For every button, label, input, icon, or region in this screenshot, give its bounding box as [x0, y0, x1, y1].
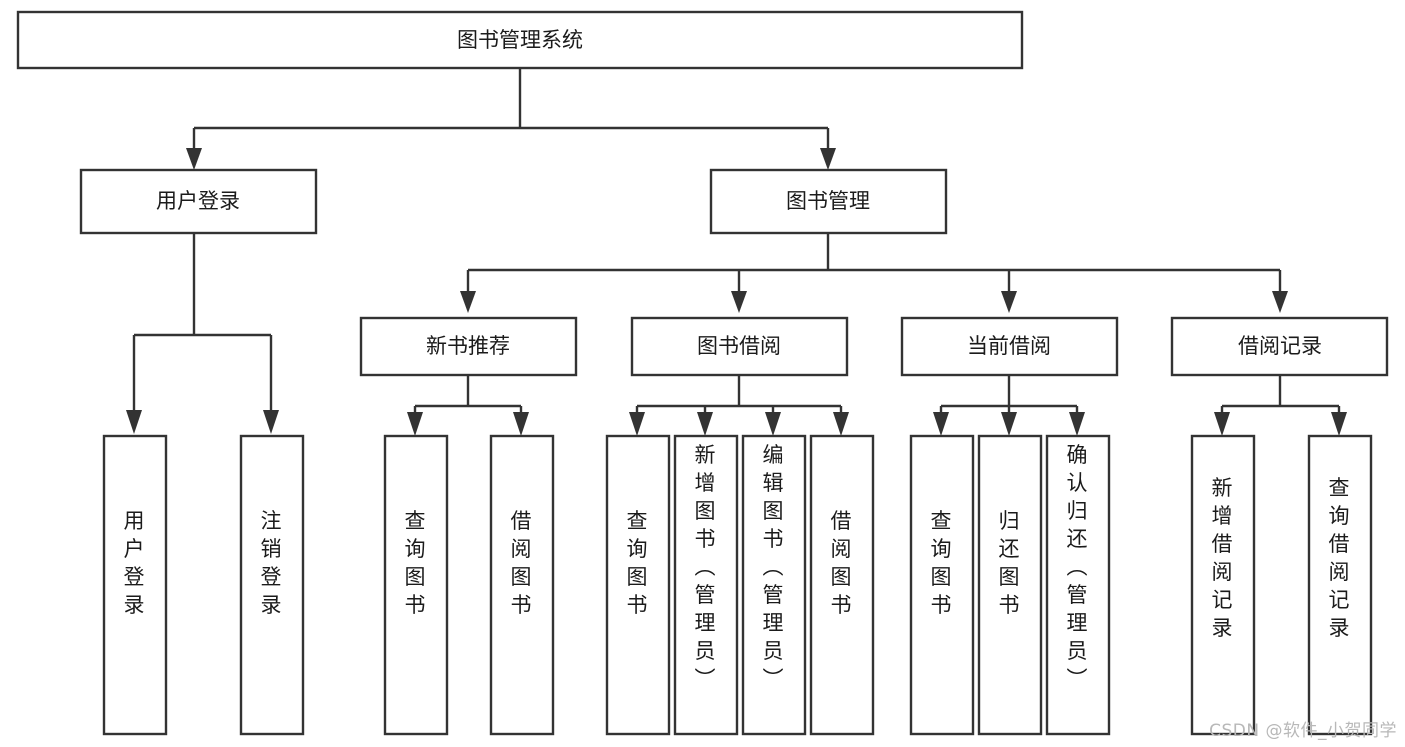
node-leaf-edit-book-label: 编辑图书︵管理员︶: [763, 443, 784, 691]
node-leaf-query-book-1-box[interactable]: [383, 434, 449, 736]
node-leaf-query-book-1-label: 查询图书: [405, 509, 426, 617]
connector-layer: [126, 68, 1347, 436]
node-new-book-rec[interactable]: 新书推荐: [359, 316, 578, 377]
node-new-book-rec-box[interactable]: [359, 316, 578, 377]
node-leaf-confirm-return-box[interactable]: [1045, 434, 1111, 736]
node-leaf-borrow-book-1[interactable]: 借阅图书: [489, 434, 555, 736]
node-current-borrow[interactable]: 当前借阅: [900, 316, 1119, 377]
arrow-bb-c4: [833, 412, 849, 436]
arrow-root-to-book-manage: [820, 148, 836, 170]
node-leaf-query-book-3[interactable]: 查询图书: [909, 434, 975, 736]
node-leaf-query-book-2-box[interactable]: [605, 434, 671, 736]
node-leaf-add-record-box[interactable]: [1190, 434, 1256, 736]
node-leaf-query-book-3-label: 查询图书: [931, 509, 952, 617]
node-leaf-add-record-label: 新增借阅记录: [1212, 476, 1233, 640]
node-current-borrow-label: 当前借阅: [967, 334, 1051, 358]
arrow-user-login-c1: [126, 410, 142, 434]
node-leaf-query-book-2-label: 查询图书: [627, 509, 648, 617]
node-leaf-edit-book[interactable]: 编辑图书︵管理员︶: [741, 434, 807, 736]
node-book-borrow-box[interactable]: [630, 316, 849, 377]
node-user-login[interactable]: 用户登录: [79, 168, 318, 235]
node-leaf-add-record[interactable]: 新增借阅记录: [1190, 434, 1256, 736]
node-user-login-box[interactable]: [79, 168, 318, 235]
node-borrow-record-box[interactable]: [1170, 316, 1389, 377]
node-leaf-add-book-label: 新增图书︵管理员︶: [695, 443, 716, 691]
node-leaf-logout-label: 注销登录: [261, 509, 282, 617]
arrow-bm-c2: [731, 291, 747, 313]
node-leaf-user-login[interactable]: 用户登录: [102, 434, 168, 736]
node-leaf-confirm-return-label: 确认归还︵管理员︶: [1067, 443, 1088, 691]
node-leaf-query-record-label: 查询借阅记录: [1329, 476, 1350, 640]
node-leaf-edit-book-box[interactable]: [741, 434, 807, 736]
node-leaf-add-book-box[interactable]: [673, 434, 739, 736]
node-leaf-confirm-return[interactable]: 确认归还︵管理员︶: [1045, 434, 1111, 736]
node-book-borrow-label: 图书借阅: [697, 334, 781, 358]
arrow-user-login-c2: [263, 410, 279, 434]
node-leaf-return-book[interactable]: 归还图书: [977, 434, 1043, 736]
node-current-borrow-box[interactable]: [900, 316, 1119, 377]
arrow-bb-c1: [629, 412, 645, 436]
arrow-nbr-c1: [407, 412, 423, 436]
node-leaf-return-book-box[interactable]: [977, 434, 1043, 736]
node-leaf-borrow-book-1-label: 借阅图书: [511, 509, 532, 617]
node-borrow-record[interactable]: 借阅记录: [1170, 316, 1389, 377]
node-leaf-add-book[interactable]: 新增图书︵管理员︶: [673, 434, 739, 736]
node-leaf-borrow-book-2-label: 借阅图书: [831, 509, 852, 617]
arrow-bm-c4: [1272, 291, 1288, 313]
node-user-login-label: 用户登录: [156, 189, 240, 213]
node-book-manage-box[interactable]: [709, 168, 948, 235]
node-book-manage-label: 图书管理: [786, 189, 870, 213]
arrow-cb-c3: [1069, 412, 1085, 436]
arrow-bm-c1: [460, 291, 476, 313]
arrow-br-c2: [1331, 412, 1347, 436]
node-book-borrow[interactable]: 图书借阅: [630, 316, 849, 377]
node-leaf-user-login-label: 用户登录: [124, 509, 145, 617]
arrow-bb-c2: [697, 412, 713, 436]
node-leaf-user-login-box[interactable]: [102, 434, 168, 736]
arrow-cb-c2: [1001, 412, 1017, 436]
arrow-br-c1: [1214, 412, 1230, 436]
node-leaf-borrow-book-2-box[interactable]: [809, 434, 875, 736]
arrow-root-to-user-login: [186, 148, 202, 170]
node-leaf-query-book-2[interactable]: 查询图书: [605, 434, 671, 736]
arrow-cb-c1: [933, 412, 949, 436]
node-leaf-borrow-book-2[interactable]: 借阅图书: [809, 434, 875, 736]
arrow-bm-c3: [1001, 291, 1017, 313]
node-root[interactable]: 图书管理系统: [16, 10, 1024, 70]
node-leaf-logout-box[interactable]: [239, 434, 305, 736]
node-leaf-borrow-book-1-box[interactable]: [489, 434, 555, 736]
arrow-bb-c3: [765, 412, 781, 436]
arrow-nbr-c2: [513, 412, 529, 436]
node-root-box[interactable]: [16, 10, 1024, 70]
node-leaf-logout[interactable]: 注销登录: [239, 434, 305, 736]
node-new-book-rec-label: 新书推荐: [426, 334, 510, 358]
node-leaf-return-book-label: 归还图书: [999, 509, 1020, 617]
node-root-label: 图书管理系统: [457, 28, 583, 52]
node-leaf-query-record[interactable]: 查询借阅记录: [1307, 434, 1373, 736]
node-leaf-query-book-3-box[interactable]: [909, 434, 975, 736]
node-borrow-record-label: 借阅记录: [1238, 334, 1322, 358]
node-book-manage[interactable]: 图书管理: [709, 168, 948, 235]
node-leaf-query-record-box[interactable]: [1307, 434, 1373, 736]
node-leaf-query-book-1[interactable]: 查询图书: [383, 434, 449, 736]
